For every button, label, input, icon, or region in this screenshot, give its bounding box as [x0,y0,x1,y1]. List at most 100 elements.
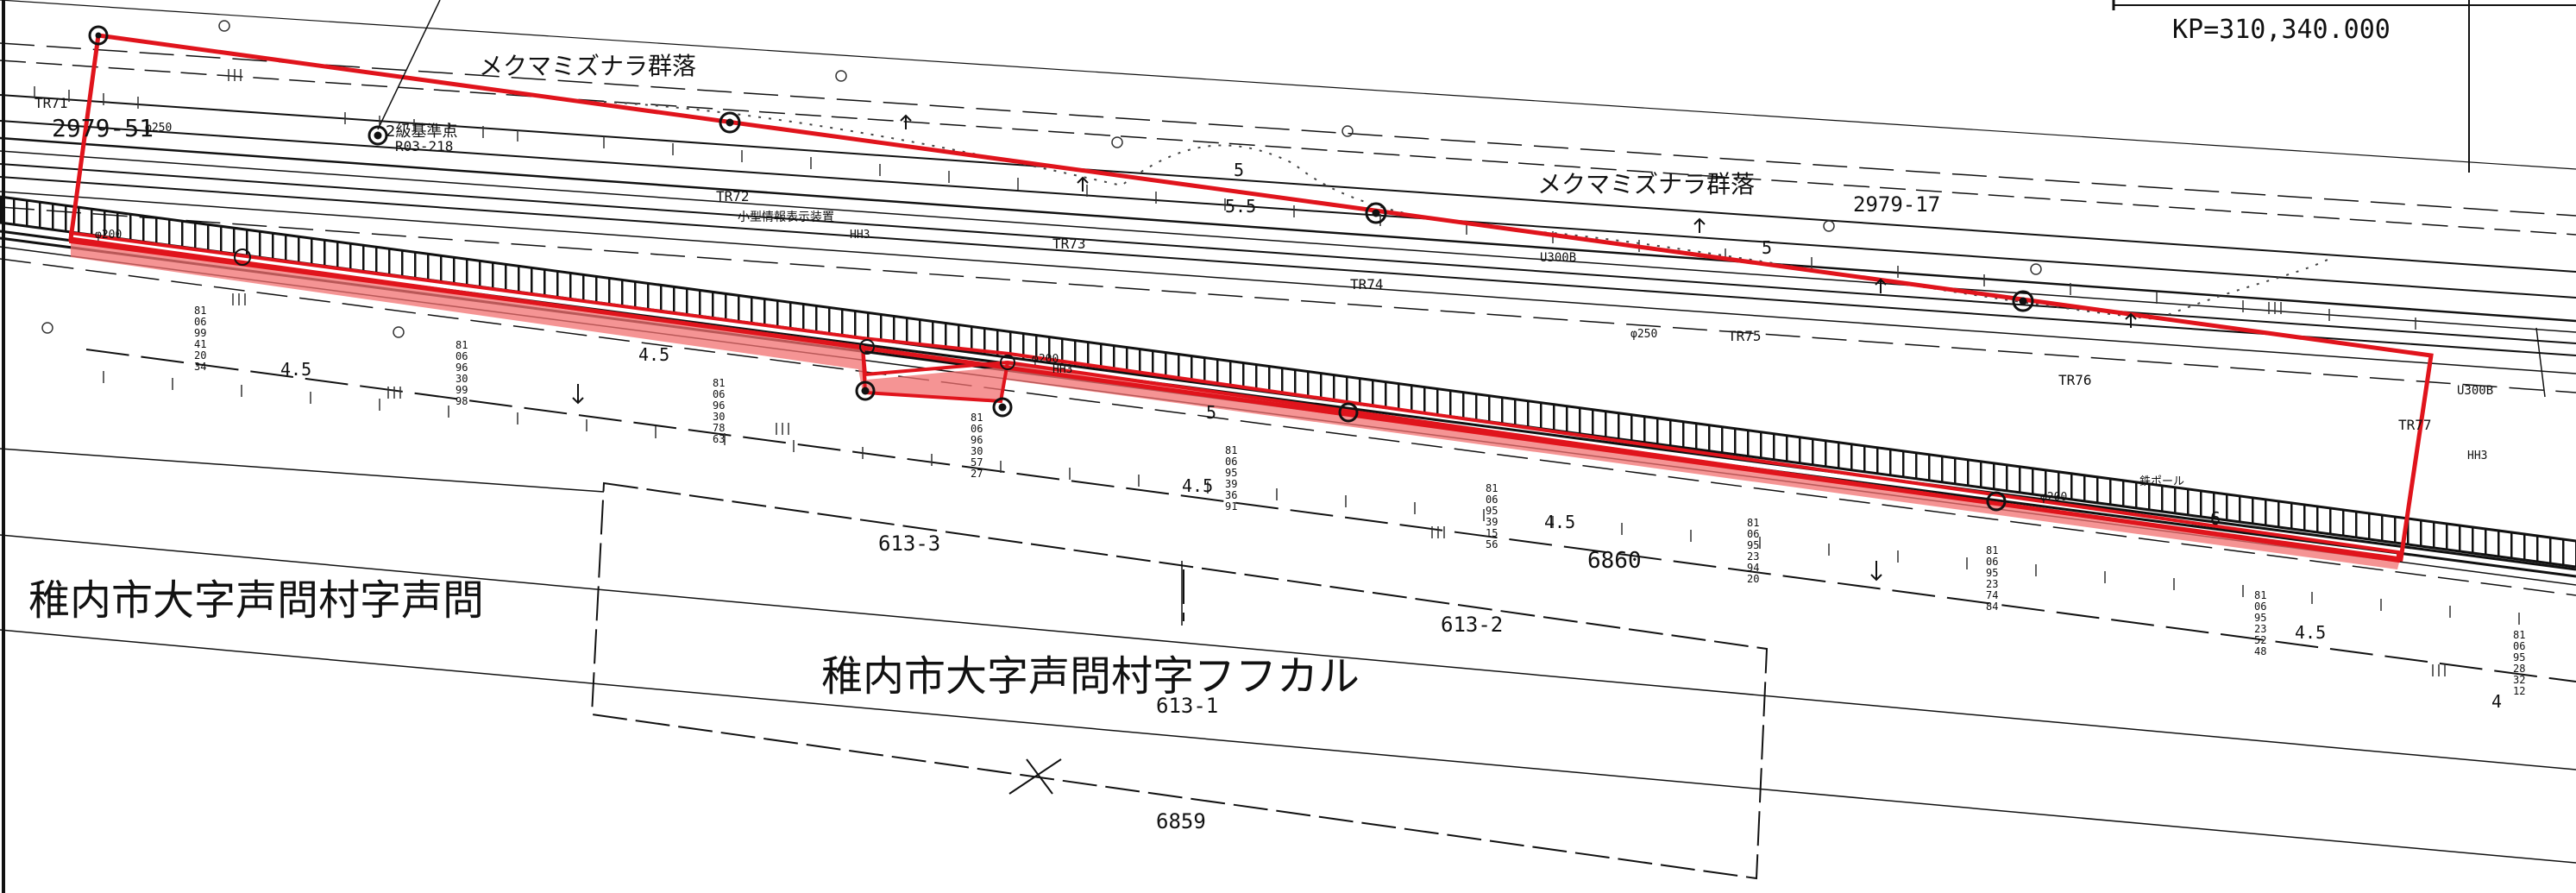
coord-digit: 06 [194,316,206,328]
coord-digit: 06 [1986,556,1998,568]
coord-digit: 20 [1747,573,1759,585]
acquisition-strip [69,230,2400,569]
benchmark-code: R03-218 [395,138,453,154]
coord-digit: 63 [713,433,725,445]
pipe-label: φ200 [95,229,122,242]
vegetation-label-left: メクマミズナラ群落 [479,52,696,80]
tr-point: TR74 [1350,276,1384,292]
slope-arrows [572,114,2137,582]
coord-digit: 96 [713,399,725,412]
coord-digit: 98 [456,395,468,407]
sign-label: 小型情報表示装置 [738,211,834,224]
parcel-2979-51: 2979-51 [52,114,154,142]
coord-digit: 81 [456,339,468,351]
coord-digit: 06 [1486,494,1498,506]
coord-digit: 06 [2513,640,2525,652]
tr-point: TR77 [2398,417,2432,433]
tr-point: TR73 [1052,236,1086,252]
coord-digit: 39 [1225,478,1237,490]
coord-digit: 52 [2254,634,2266,646]
pole-label: 鉄ポール [2139,475,2184,488]
coord-digit: 36 [1225,489,1237,501]
parcel-613-1: 613-1 [1156,694,1218,718]
coord-digit: 06 [2254,601,2266,613]
facility-labels: U300B U300B φ250 φ250 φ200 φ200 φ200 HH3… [95,122,2493,504]
vegetation-label-right: メクマミズナラ群落 [1537,170,1755,198]
place-name-west: 稚内市大字声問村字声問 [28,576,484,625]
contour-label: 4 [2491,691,2502,712]
tr-point: TR75 [1728,328,1762,344]
coord-digit: 84 [1986,601,1998,613]
coord-digit: 81 [1486,482,1498,494]
coord-digit: 95 [1486,505,1498,517]
coord-digit: 56 [1486,538,1498,550]
contour-label: 5 [1206,402,1216,423]
tr-points: TR71 TR72 TR73 TR74 TR75 TR76 TR77 [35,95,2432,433]
contour-label: 4.5 [280,359,311,380]
coord-digit: 81 [971,412,983,424]
parcel-613 [590,481,1769,880]
slope-symbols [34,86,2520,625]
handhole-label: HH3 [850,229,870,242]
parcel-6859: 6859 [1156,809,1206,833]
coord-digit: 30 [456,373,468,385]
pipe-label: φ200 [1032,353,1059,366]
contour-label: 4.5 [1544,512,1575,532]
tr-point: TR76 [2058,372,2092,388]
coord-digit: 23 [1747,550,1759,563]
coord-digit: 96 [456,362,468,374]
coord-digit: 28 [2513,663,2525,675]
coord-digit: 06 [456,350,468,362]
parcel-613-2: 613-2 [1441,613,1503,637]
coord-digit: 06 [713,388,725,400]
coord-digit: 81 [2254,589,2266,601]
coord-digit: 12 [2513,685,2525,697]
coord-digit: 34 [194,361,206,373]
coord-digit: 81 [2513,629,2525,641]
handhole-label: HH3 [2467,450,2487,462]
coord-digit: 06 [1225,456,1237,468]
coord-digit: 95 [1225,467,1237,479]
handhole-label: HH3 [1052,363,1072,376]
coord-digit: 99 [194,327,206,339]
coord-digit: 27 [971,468,983,480]
coord-digit: 41 [194,338,206,350]
parcel-6860: 6860 [1587,548,1642,574]
coord-digit: 30 [971,445,983,457]
control-points [88,0,2034,512]
coord-digit: 95 [1986,567,1998,579]
coord-digit: 30 [713,411,725,423]
coord-digit: 32 [2513,674,2525,686]
contour-label: 5.5 [1225,196,1256,217]
coord-digit: 81 [1747,517,1759,529]
tr-point: TR71 [35,95,68,111]
benchmark-label: 2級基準点 [386,123,457,141]
pipe-label: U300B [2457,384,2493,398]
coord-digit: 81 [1225,444,1237,456]
survey-boundary [68,33,2434,562]
coord-digit: 74 [1986,589,1998,601]
contour-label: 6 [2210,508,2221,529]
coord-digit: 81 [713,377,725,389]
title-block: KP=310,340.000 [2112,0,2576,173]
kp-label: KP=310,340.000 [2172,15,2391,45]
contour-label: 5 [1234,160,1244,180]
pipe-label: φ200 [2040,491,2067,504]
contour-label: 4.5 [1182,475,1213,496]
coord-digit: 78 [713,422,725,434]
coord-digit: 23 [1986,578,1998,590]
pipe-label: φ250 [145,122,172,135]
pipe-label: φ250 [1630,328,1657,341]
parcel-613-3: 613-3 [878,531,940,556]
coord-digit: 99 [456,384,468,396]
coord-digit: 94 [1747,562,1759,574]
parcel-2979-17: 2979-17 [1853,192,1940,217]
